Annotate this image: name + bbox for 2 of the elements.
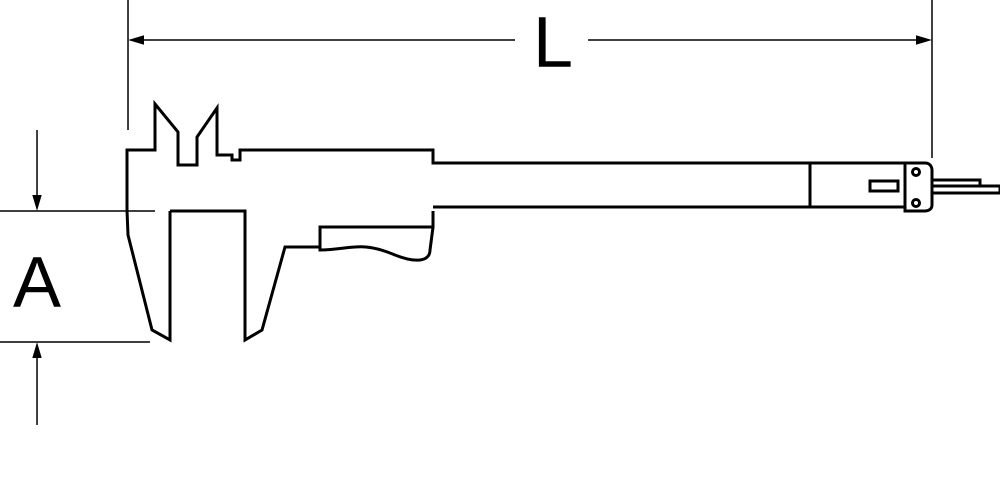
dimension-label: A bbox=[13, 257, 61, 307]
dimension-label: L bbox=[538, 17, 571, 67]
